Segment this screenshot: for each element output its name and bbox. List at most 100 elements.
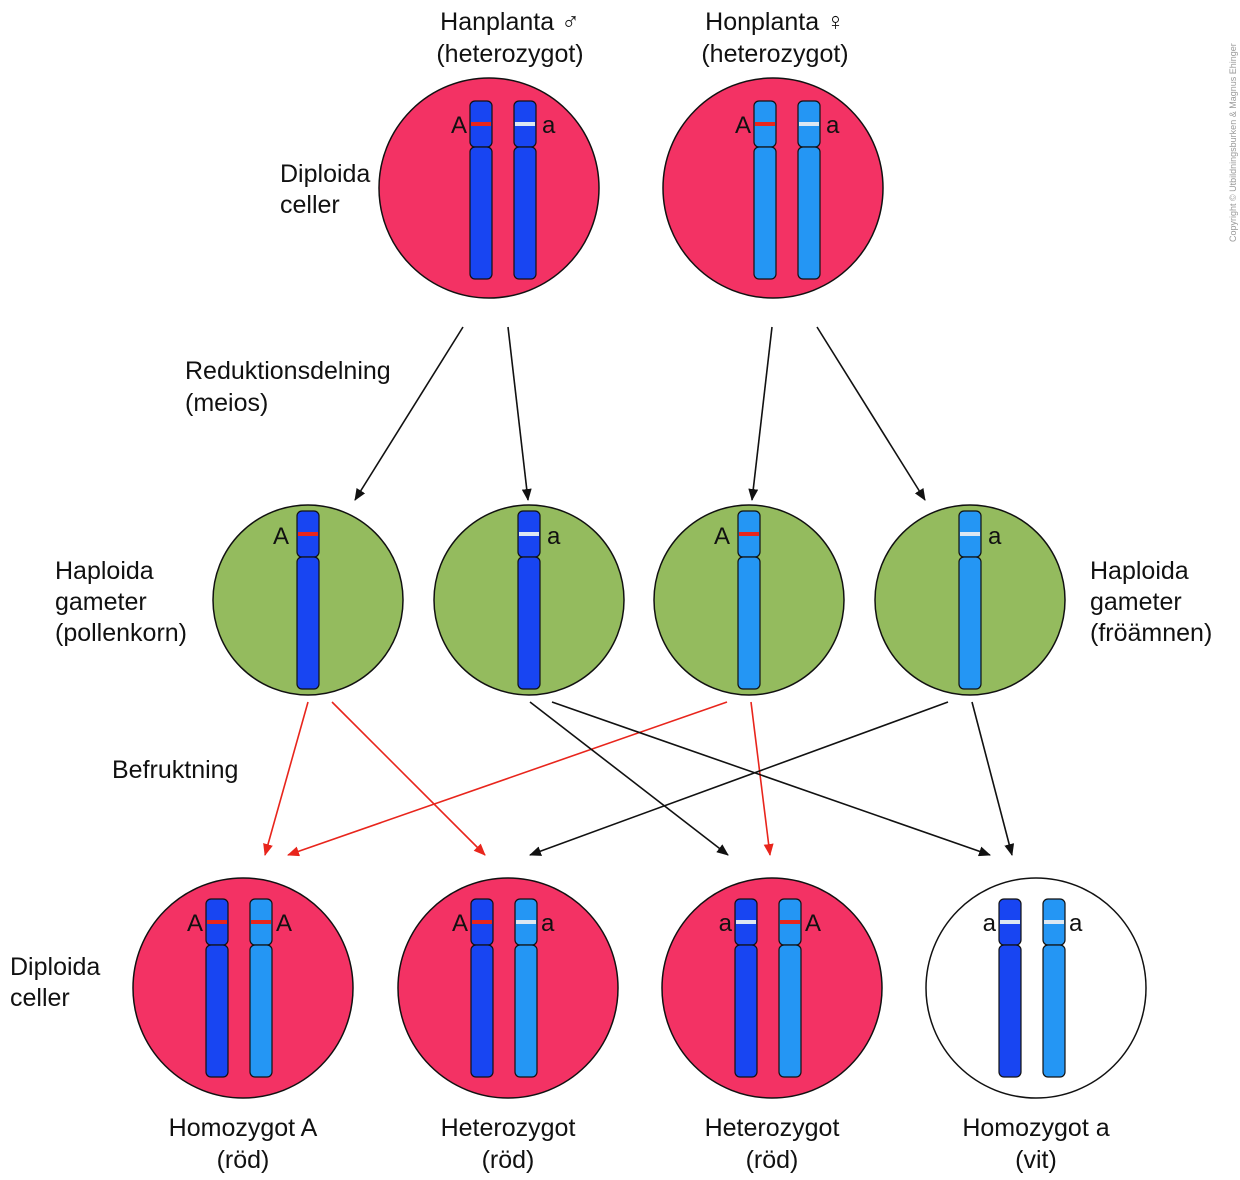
diploid-bottom-label-line1: Diploida — [10, 953, 100, 981]
gamete-cell: a — [433, 504, 625, 696]
female-parent-title: Honplanta ♀ — [705, 8, 845, 36]
allele-label-right: A — [805, 910, 821, 937]
allele-label-right: a — [542, 112, 556, 139]
fertilization-arrow-black — [551, 701, 991, 857]
chromosome-long-arm — [470, 944, 494, 1078]
chromosome-long-arm — [514, 944, 538, 1078]
fertilization-arrow-red — [331, 701, 486, 856]
haploid-right-label-line1: Haploida — [1090, 557, 1189, 585]
chromosome-long-arm — [296, 556, 320, 690]
chromosome-long-arm — [998, 944, 1022, 1078]
offspring-3-color: (röd) — [746, 1146, 799, 1174]
chromosome-right — [1042, 898, 1066, 1078]
meiosis-arrow — [507, 326, 532, 501]
copyright-notice: Copyright © Utbildningsburken & Magnus E… — [1228, 43, 1238, 242]
chromosome-left — [469, 100, 493, 280]
fertilization-arrows — [263, 701, 1015, 857]
meiosis-label-line1: Reduktionsdelning — [185, 357, 391, 385]
allele-label-left: a — [983, 910, 997, 937]
meiosis-arrow — [748, 326, 773, 501]
chromosome-long-arm — [734, 944, 758, 1078]
chromosome-left — [998, 898, 1022, 1078]
fertilization-arrow-red — [287, 701, 728, 857]
allele-label: A — [273, 523, 289, 550]
offspring-1-color: (röd) — [217, 1146, 270, 1174]
chromosome-long-arm — [778, 944, 802, 1078]
chromosome — [296, 510, 320, 690]
cell-membrane — [925, 877, 1147, 1099]
offspring-1-name: Homozygot A — [169, 1114, 318, 1142]
allele-label-left: A — [187, 910, 203, 937]
fertilization-arrow-black — [529, 701, 729, 856]
cell-membrane — [661, 877, 883, 1099]
chromosome — [958, 510, 982, 690]
meiosis-arrow — [816, 326, 926, 501]
male-parent-subtitle: (heterozygot) — [436, 40, 583, 68]
cell-membrane — [397, 877, 619, 1099]
gamete-cell: A — [212, 504, 404, 696]
allele-label-right: a — [826, 112, 840, 139]
haploid-right-label-line2: gameter — [1090, 588, 1182, 616]
chromosome-long-arm — [1042, 944, 1066, 1078]
haploid-left-label-line1: Haploida — [55, 557, 154, 585]
chromosome-left — [205, 898, 229, 1078]
gamete-cell: a — [874, 504, 1066, 696]
haploid-right-label-line3: (fröämnen) — [1090, 619, 1212, 647]
chromosome-long-arm — [517, 556, 541, 690]
chromosome-right — [778, 898, 802, 1078]
gamete-cell: A — [653, 504, 845, 696]
allele-label: a — [547, 523, 561, 550]
chromosome-right — [797, 100, 821, 280]
allele-label-left: A — [735, 112, 751, 139]
fertilization-label: Befruktning — [112, 756, 238, 784]
fertilization-arrow-red — [750, 701, 774, 856]
allele-label-left: a — [719, 910, 733, 937]
chromosome-long-arm — [737, 556, 761, 690]
chromosome-long-arm — [205, 944, 229, 1078]
meiosis-arrow — [354, 326, 464, 501]
chromosome-right — [514, 898, 538, 1078]
diploid-bottom-label-line2: celler — [10, 984, 70, 1012]
diploid-top-label-line1: Diploida — [280, 160, 370, 188]
haploid-left-label-line3: (pollenkorn) — [55, 619, 187, 647]
female-parent-subtitle: (heterozygot) — [701, 40, 848, 68]
allele-label-right: a — [541, 910, 555, 937]
allele-label: A — [714, 523, 730, 550]
chromosome-left — [734, 898, 758, 1078]
offspring-4-name: Homozygot a — [962, 1114, 1109, 1142]
chromosome-right — [513, 100, 537, 280]
cell-membrane — [132, 877, 354, 1099]
chromosome — [517, 510, 541, 690]
allele-label-left: A — [452, 910, 468, 937]
meiosis-label-line2: (meios) — [185, 389, 268, 417]
chromosome-long-arm — [797, 146, 821, 280]
fertilization-arrow-red — [263, 701, 309, 856]
male-parent-title: Hanplanta ♂ — [440, 8, 580, 36]
allele-label: a — [988, 523, 1002, 550]
allele-label-left: A — [451, 112, 467, 139]
chromosome-long-arm — [249, 944, 273, 1078]
chromosome-left — [470, 898, 494, 1078]
offspring-4-color: (vit) — [1015, 1146, 1057, 1174]
offspring-3-name: Heterozygot — [705, 1114, 840, 1142]
diploid-top-label-line2: celler — [280, 191, 340, 219]
meiosis-arrows — [354, 326, 926, 501]
fertilization-arrow-black — [529, 701, 949, 856]
chromosome-left — [753, 100, 777, 280]
chromosome-long-arm — [958, 556, 982, 690]
chromosome-long-arm — [513, 146, 537, 280]
offspring-2-color: (röd) — [482, 1146, 535, 1174]
chromosome-right — [249, 898, 273, 1078]
fertilization-arrow-black — [971, 701, 1015, 856]
chromosome — [737, 510, 761, 690]
chromosome-long-arm — [469, 146, 493, 280]
haploid-left-label-line2: gameter — [55, 588, 147, 616]
